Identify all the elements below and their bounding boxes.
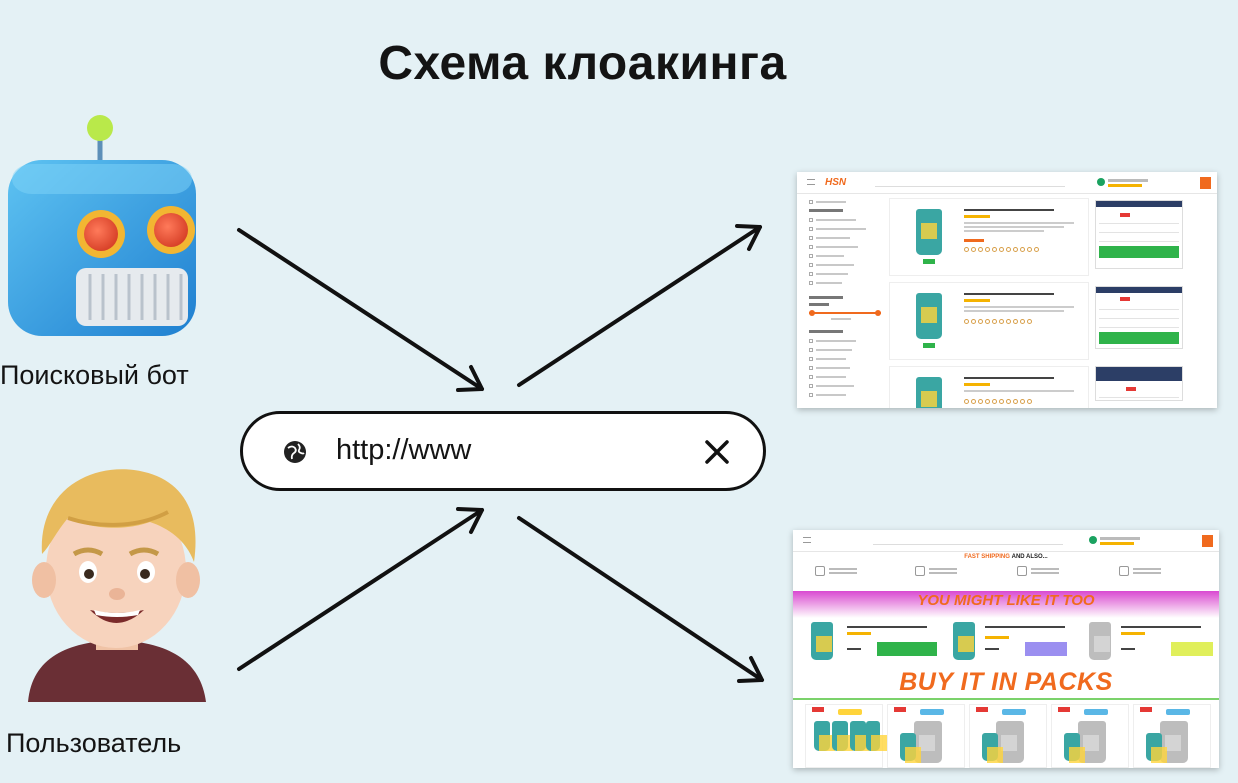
packs-divider <box>793 698 1219 700</box>
trust-badge <box>1089 536 1149 546</box>
shop-logo: HSN <box>825 177 847 188</box>
add-button <box>1025 642 1067 656</box>
user-page-screenshot: FAST SHIPPING AND ALSO... YOU MIGHT LIKE… <box>793 530 1219 768</box>
recommended-product <box>811 622 946 662</box>
arrow-user-to-url <box>237 507 484 671</box>
pack-item <box>1133 704 1211 768</box>
add-to-cart-button <box>1099 332 1179 344</box>
brand-icon <box>1202 535 1213 547</box>
pack-item <box>969 704 1047 768</box>
shop-search <box>875 178 1065 187</box>
url-text[interactable]: http://www <box>336 434 472 466</box>
bot-page-screenshot: HSN <box>797 172 1217 408</box>
product-card <box>889 366 1089 408</box>
feature-item <box>1017 566 1059 576</box>
trust-badge <box>1097 178 1157 188</box>
pack-item <box>805 704 887 768</box>
product-card <box>889 198 1089 276</box>
pack-item <box>887 704 965 768</box>
user-avatar-icon <box>28 469 206 702</box>
shop-search <box>873 536 1063 545</box>
arrow-url-to-user-page <box>517 516 764 683</box>
robot-icon <box>8 115 196 336</box>
recommended-product <box>953 622 1088 662</box>
diagram-title: Схема клоакинга <box>378 37 787 90</box>
feature-item <box>1119 566 1161 576</box>
shipping-heading: FAST SHIPPING AND ALSO... <box>793 554 1219 560</box>
recommended-product <box>1089 622 1219 662</box>
buy-panel <box>1095 286 1183 349</box>
filter-sidebar <box>809 198 881 408</box>
browser-url-bar[interactable]: http://www <box>240 411 766 491</box>
recommend-banner: YOU MIGHT LIKE IT TOO <box>793 591 1219 618</box>
menu-icon <box>803 537 811 543</box>
add-button <box>877 642 937 656</box>
add-to-cart-button <box>1099 246 1179 258</box>
buy-panel <box>1095 200 1183 269</box>
shop-header <box>793 530 1219 552</box>
arrow-url-to-bot-page <box>517 224 762 387</box>
arrow-bot-to-url <box>237 228 484 392</box>
add-button <box>1171 642 1213 656</box>
packs-heading: BUY IT IN PACKS <box>899 668 1113 696</box>
globe-icon <box>284 441 306 463</box>
pack-item <box>1051 704 1129 768</box>
feature-item <box>915 566 957 576</box>
brand-icon <box>1200 177 1211 189</box>
feature-item <box>815 566 857 576</box>
shipping-text-extra: AND ALSO... <box>1011 554 1048 560</box>
user-label: Пользователь <box>6 728 182 758</box>
close-icon[interactable] <box>703 438 731 466</box>
menu-icon <box>807 179 815 185</box>
shipping-text: FAST SHIPPING <box>964 554 1010 560</box>
product-card <box>889 282 1089 360</box>
bot-label: Поисковый бот <box>0 360 189 390</box>
shop-header: HSN <box>797 172 1217 194</box>
buy-panel <box>1095 366 1183 401</box>
